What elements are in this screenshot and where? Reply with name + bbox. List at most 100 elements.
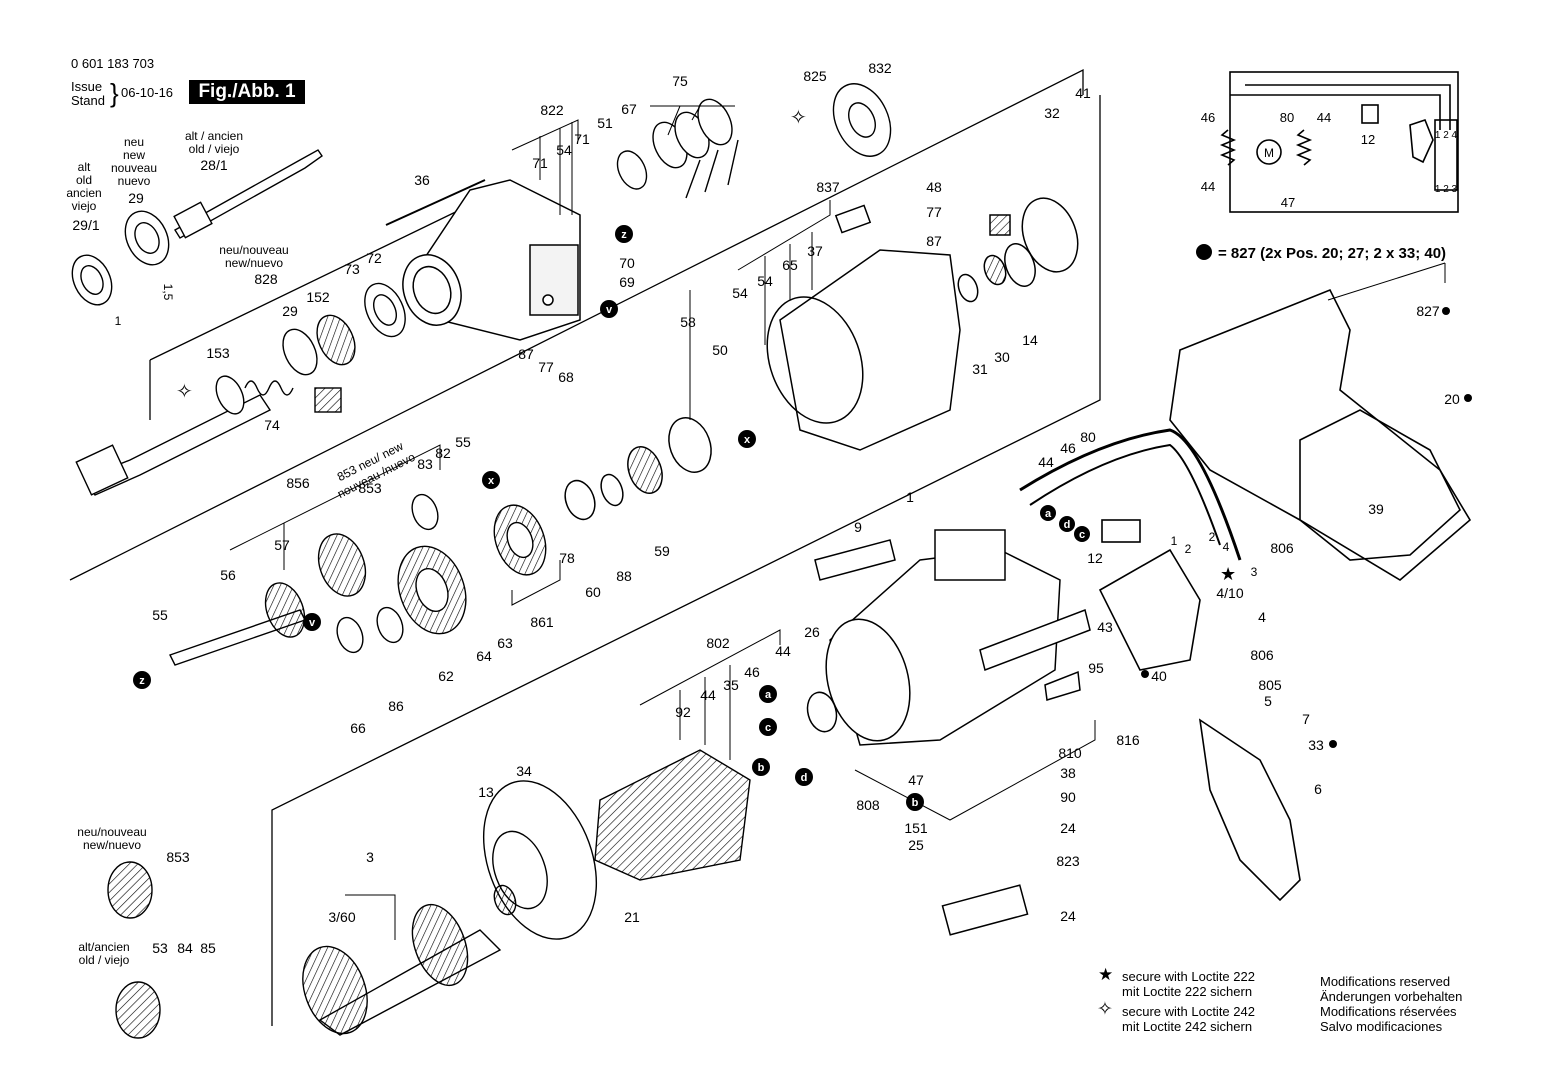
label-30: 30	[994, 349, 1010, 365]
chuck-spindle-group	[71, 83, 892, 496]
assembly-827-note-text: = 827 (2x Pos. 20; 27; 2 x 33; 40)	[1218, 245, 1447, 262]
gear-train	[169, 493, 547, 666]
label-823: 823	[1056, 853, 1080, 869]
label-84: 84	[177, 940, 193, 956]
assembly-dot-33	[1329, 740, 1337, 748]
schem-44b: 44	[1201, 179, 1215, 194]
label-805: 805	[1258, 677, 1282, 693]
label-12: 12	[1087, 550, 1103, 566]
label-82: 82	[435, 445, 451, 461]
svg-text:d: d	[1064, 519, 1071, 531]
callout-letters: z v x x v z a d c a c b d b	[133, 225, 1090, 811]
label-55a: 55	[455, 434, 471, 450]
issue-brace: }	[110, 78, 119, 108]
label-62: 62	[438, 668, 454, 684]
label-20: 20	[1444, 391, 1460, 407]
filled-circle-icon	[1196, 244, 1212, 260]
loctite-242-note: ✧ secure with Loctite 242 mit Loctite 24…	[1097, 1000, 1255, 1034]
label-24a: 24	[1060, 820, 1076, 836]
assembly-dot-20	[1464, 394, 1472, 402]
label-38: 38	[1060, 765, 1076, 781]
callout-a-field: a	[759, 685, 777, 703]
modifications-es: Salvo modificaciones	[1320, 1019, 1443, 1034]
note-alt-ancien-bottom: alt/ancien	[78, 940, 129, 954]
callout-x-right: x	[738, 430, 756, 448]
figure-label: Fig./Abb. 1	[189, 80, 305, 104]
note-nuevo: nuevo	[118, 174, 151, 188]
wire-label-4: 4	[1223, 540, 1230, 554]
label-806a: 806	[1270, 540, 1294, 556]
label-44a: 44	[700, 687, 716, 703]
motor-armature-field	[302, 749, 751, 1036]
label-66: 66	[350, 720, 366, 736]
label-816: 816	[1116, 732, 1140, 748]
svg-text:b: b	[758, 762, 765, 774]
loctite-222-en: secure with Loctite 222	[1122, 969, 1255, 984]
wire-label-3: 3	[1251, 565, 1258, 579]
label-828: 828	[254, 271, 278, 287]
callout-d-field: d	[795, 768, 813, 786]
label-54b: 54	[732, 285, 748, 301]
schem-47: 47	[1281, 195, 1295, 210]
gear-variants	[107, 861, 161, 1039]
label-153: 153	[206, 345, 230, 361]
loctite-222-note: ★ secure with Loctite 222 mit Loctite 22…	[1098, 966, 1255, 999]
label-47: 47	[908, 772, 924, 788]
loctite-242-en: secure with Loctite 242	[1122, 1004, 1255, 1019]
svg-text:a: a	[765, 689, 772, 701]
label-75: 75	[672, 73, 688, 89]
assembly-dot-40	[1141, 670, 1149, 678]
loctite-222-de: mit Loctite 222 sichern	[1122, 984, 1253, 999]
callout-b-field: b	[752, 758, 770, 776]
callout-x-left: x	[482, 471, 500, 489]
callout-z-top: z	[615, 225, 633, 243]
label-70: 70	[619, 255, 635, 271]
label-808: 808	[856, 797, 880, 813]
svg-text:c: c	[1079, 529, 1085, 541]
label-68: 68	[558, 369, 574, 385]
label-92: 92	[675, 704, 691, 720]
callout-a-wire: a	[1040, 505, 1056, 521]
label-806b: 806	[1250, 647, 1274, 663]
label-24b: 24	[1060, 908, 1076, 924]
note-old: old	[76, 173, 92, 187]
callout-c-field: c	[759, 718, 777, 736]
label-4-10: 4/10	[1216, 585, 1243, 601]
label-28-1: 28/1	[200, 157, 227, 173]
gear-housing	[402, 179, 581, 341]
label-25: 25	[908, 837, 924, 853]
label-83: 83	[417, 456, 433, 472]
label-837: 837	[816, 179, 840, 195]
label-65: 65	[782, 257, 798, 273]
label-33: 33	[1308, 737, 1324, 753]
label-1: 1	[906, 489, 914, 505]
label-6: 6	[1314, 781, 1322, 797]
label-7: 7	[1302, 711, 1310, 727]
label-48: 48	[926, 179, 942, 195]
label-853b: 853	[166, 849, 190, 865]
note-ancien: ancien	[66, 186, 101, 200]
label-87b: 87	[926, 233, 942, 249]
schem-80: 80	[1280, 110, 1294, 125]
label-856: 856	[286, 475, 310, 491]
wire-label-2b: 2	[1209, 530, 1216, 544]
label-152: 152	[306, 289, 330, 305]
svg-text:d: d	[801, 772, 808, 784]
issue-label: Issue	[71, 79, 103, 94]
label-5: 5	[1264, 693, 1272, 709]
loctite-242-de: mit Loctite 242 sichern	[1122, 1019, 1253, 1034]
label-40: 40	[1151, 668, 1167, 684]
callout-v-mid: v	[303, 613, 321, 631]
label-80: 80	[1080, 429, 1096, 445]
svg-text:z: z	[621, 229, 627, 241]
note-viejo: viejo	[72, 199, 97, 213]
stand-label: Stand	[71, 93, 105, 108]
label-53: 53	[152, 940, 168, 956]
label-802: 802	[706, 635, 730, 651]
callout-z-mid: z	[133, 671, 151, 689]
note-new: new	[123, 148, 145, 162]
label-832: 832	[868, 60, 892, 76]
note-alt-ancien: alt / ancien	[185, 129, 243, 143]
label-46b: 46	[1060, 440, 1076, 456]
svg-text:c: c	[765, 722, 771, 734]
